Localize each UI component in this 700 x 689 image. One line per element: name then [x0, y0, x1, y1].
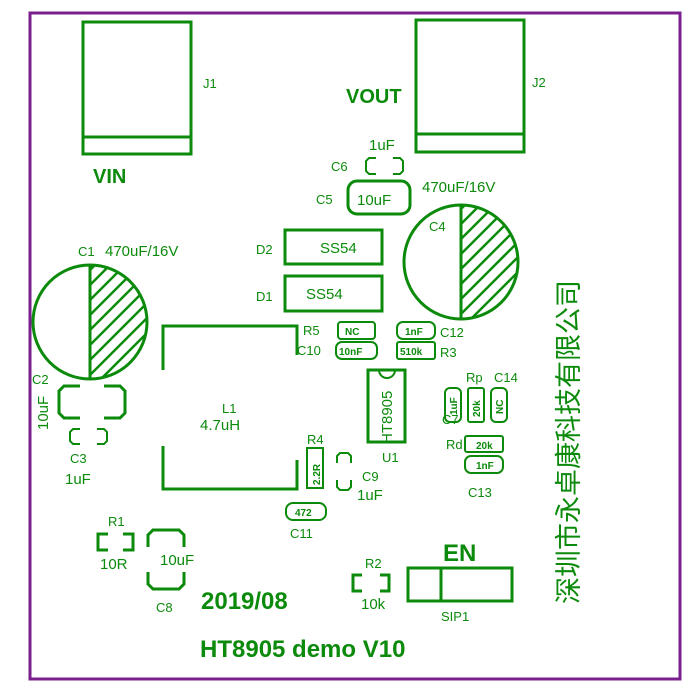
c1-value: 470uF/16V — [105, 243, 178, 260]
company-name: 深圳市永卓康科技有限公司 — [554, 280, 585, 604]
c3-ref: C3 — [70, 451, 87, 466]
vout-label: VOUT — [346, 86, 402, 108]
resistor-r2 — [351, 573, 391, 593]
c14-value: NC — [495, 400, 506, 414]
c8-ref: C8 — [156, 600, 173, 615]
l1-value: 4.7uH — [200, 417, 240, 434]
c2-value: 10uF — [35, 396, 52, 430]
ic-u1 — [366, 368, 407, 444]
capacitor-c12 — [396, 321, 436, 340]
resistor-r4 — [306, 447, 324, 489]
l1-ref: L1 — [222, 401, 236, 416]
c14-ref: C14 — [494, 370, 518, 385]
rp-ref: Rp — [466, 370, 483, 385]
r2-value: 10k — [361, 596, 386, 613]
board-outline — [28, 11, 682, 681]
board-title: HT8905 demo V10 — [200, 636, 405, 663]
c4-ref: C4 — [429, 219, 446, 234]
r5-value: NC — [345, 327, 359, 338]
c11-ref: C11 — [290, 526, 313, 541]
c11-value: 472 — [295, 508, 312, 519]
sip1-ref: SIP1 — [441, 609, 469, 624]
capacitor-c11 — [285, 502, 327, 521]
c5-value: 10uF — [357, 192, 391, 209]
diode-d2 — [283, 228, 384, 266]
c9-ref: C9 — [362, 469, 379, 484]
capacitor-c9 — [336, 452, 352, 491]
capacitor-c13 — [464, 455, 504, 474]
c1-ref: C1 — [78, 244, 95, 259]
c12-value: 1nF — [405, 327, 423, 338]
r4-ref: R4 — [307, 432, 324, 447]
header-sip1 — [406, 566, 514, 603]
r3-value: 510k — [400, 347, 423, 358]
c9-value: 1uF — [357, 487, 383, 504]
c10-value: 10nF — [339, 347, 362, 358]
rd-ref: Rd — [446, 437, 463, 452]
resistor-r3 — [396, 341, 436, 360]
c7-value: 1uF — [449, 397, 460, 415]
u1-ref: U1 — [382, 450, 399, 465]
j2-ref: J2 — [532, 75, 546, 90]
capacitor-c7 — [444, 387, 462, 423]
rp-value: 20k — [472, 400, 483, 417]
capacitor-c14 — [490, 387, 508, 423]
c7-ref: C7 — [442, 412, 459, 427]
resistor-rp — [467, 387, 485, 423]
d1-ref: D1 — [256, 289, 273, 304]
resistor-rd — [464, 435, 504, 453]
c5-ref: C5 — [316, 192, 333, 207]
c6-ref: C6 — [331, 159, 348, 174]
r3-ref: R3 — [440, 345, 457, 360]
c12-ref: C12 — [440, 325, 464, 340]
r5-ref: R5 — [303, 323, 320, 338]
en-label: EN — [443, 540, 476, 567]
r1-ref: R1 — [108, 514, 125, 529]
c2-ref: C2 — [32, 372, 49, 387]
capacitor-c10 — [335, 341, 378, 360]
c3-value: 1uF — [65, 471, 91, 488]
r2-ref: R2 — [365, 556, 382, 571]
capacitor-c2 — [57, 384, 127, 420]
capacitor-c8 — [146, 528, 186, 591]
rd-value: 20k — [476, 441, 493, 452]
capacitor-c6 — [365, 157, 404, 175]
r1-value: 10R — [100, 556, 128, 573]
vin-label: VIN — [93, 166, 126, 188]
c6-value: 1uF — [369, 137, 395, 154]
d2-ref: D2 — [256, 242, 273, 257]
c4-value: 470uF/16V — [422, 179, 495, 196]
connector-j1 — [81, 20, 193, 156]
inductor-l1 — [161, 324, 299, 491]
date-label: 2019/08 — [201, 588, 288, 615]
capacitor-c5 — [346, 179, 412, 216]
resistor-r1 — [96, 532, 135, 552]
c13-value: 1nF — [476, 461, 494, 472]
r4-value: 2.2R — [312, 463, 323, 485]
c10-ref: C10 — [297, 343, 321, 358]
resistor-r5 — [337, 321, 376, 340]
capacitor-c3 — [69, 428, 108, 445]
diode-d1 — [283, 274, 384, 313]
c13-ref: C13 — [468, 485, 492, 500]
connector-j2 — [414, 18, 526, 154]
d2-value: SS54 — [320, 240, 357, 257]
c8-value: 10uF — [160, 552, 194, 569]
u1-value: HT8905 — [379, 391, 396, 444]
d1-value: SS54 — [306, 286, 343, 303]
j1-ref: J1 — [203, 76, 217, 91]
